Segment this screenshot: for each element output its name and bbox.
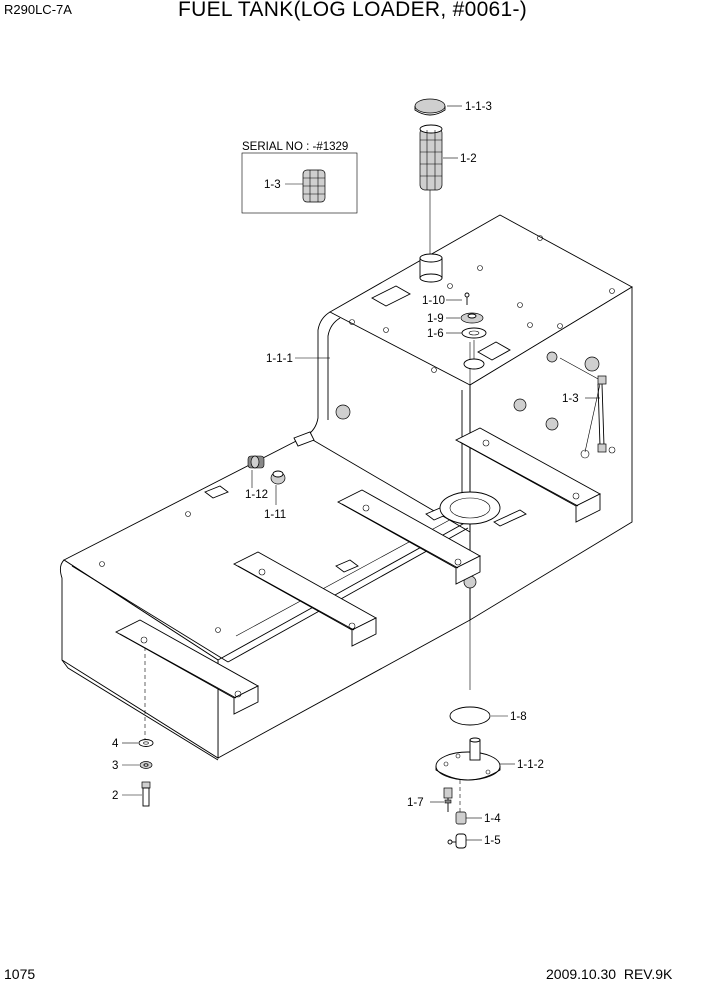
- sender-gauge: [477, 341, 511, 361]
- level-gauge-1-3: [559, 357, 607, 453]
- callout-1-7: 1-7: [407, 797, 424, 809]
- bolt-1-7: [443, 787, 453, 812]
- callout-1-5: 1-5: [484, 835, 501, 847]
- page-title: FUEL TANK(LOG LOADER, #0061-): [178, 0, 528, 21]
- tank-plate: [371, 285, 411, 307]
- top-bolt-group: [349, 235, 615, 373]
- gasket-1-6: [461, 327, 487, 339]
- model-code: R290LC-7A: [4, 2, 72, 17]
- fuel-tank-body: [59, 214, 633, 761]
- plug-1-12: [247, 455, 265, 469]
- callout-1-3: 1-3: [562, 393, 579, 405]
- callout-2: 2: [112, 790, 118, 802]
- callout-1-2: 1-2: [460, 153, 477, 165]
- flange-1-9: [460, 312, 484, 324]
- tank-cap: [414, 98, 446, 116]
- bottom-opening: [439, 491, 501, 525]
- callout-1-1-1: 1-1-1: [266, 353, 293, 365]
- washer-3: [139, 761, 153, 769]
- bolt-2: [141, 781, 151, 807]
- side-boss-group: [513, 351, 616, 459]
- callout-1-8: 1-8: [510, 711, 527, 723]
- skid-rail-4: [115, 619, 259, 715]
- flange-1-1-2: [435, 737, 501, 781]
- strainer-icon: [302, 169, 326, 203]
- bolt-1-10: [464, 292, 470, 305]
- callout-1-11: 1-11: [264, 509, 286, 521]
- filler-neck: [419, 253, 443, 283]
- wall-boss-group: [335, 404, 351, 420]
- drain-1-11: [270, 470, 286, 485]
- callout-3: 3: [112, 760, 118, 772]
- callout-1-10: 1-10: [422, 295, 445, 307]
- callout-4: 4: [112, 738, 119, 750]
- callout-1-6: 1-6: [427, 328, 444, 340]
- callout-1-9: 1-9: [427, 313, 444, 325]
- washer-4: [138, 739, 154, 747]
- o-ring-1-8: [449, 706, 491, 726]
- valve-1-5: [447, 833, 467, 849]
- filler-strainer: [419, 124, 443, 191]
- serial-label: SERIAL NO : -#1329: [242, 141, 348, 153]
- serial-part-label: 1-3: [264, 179, 281, 191]
- callout-1-12: 1-12: [245, 489, 268, 501]
- clip: [493, 509, 527, 527]
- revision-date: 2009.10.30 REV.9K: [546, 966, 673, 982]
- callout-1-1-3: 1-1-3: [465, 101, 492, 113]
- skid-rail-3: [233, 551, 377, 647]
- serial-inset: SERIAL NO : -#1329 1-3: [241, 141, 358, 214]
- page-number: 1075: [4, 966, 36, 982]
- callout-1-1-2: 1-1-2: [517, 759, 544, 771]
- skid-rail-1: [455, 427, 601, 523]
- skid-rail-2: [337, 489, 481, 585]
- fitting-1-4: [455, 811, 467, 825]
- callout-1-4: 1-4: [484, 813, 501, 825]
